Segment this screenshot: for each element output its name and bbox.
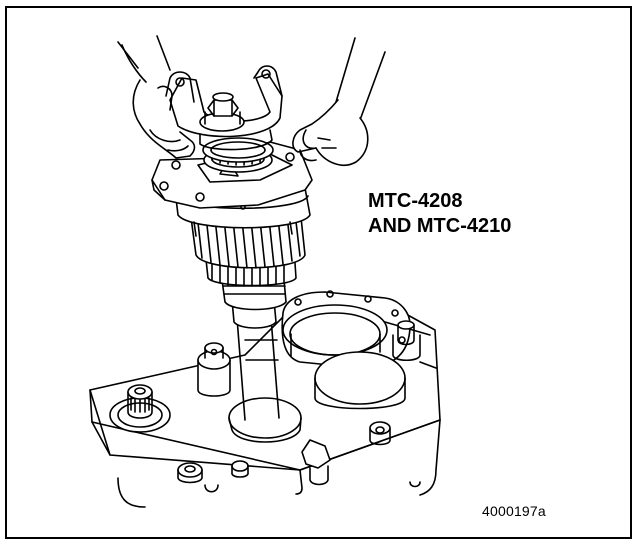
model-label-line1: MTC-4208	[368, 190, 463, 212]
transfer-case-housing	[89, 290, 441, 508]
model-label-line2: AND MTC-4210	[368, 215, 512, 237]
figure-number: 4000197a	[482, 503, 546, 519]
technician-hands	[117, 35, 386, 166]
model-label: MTC-4208 AND MTC-4210	[368, 189, 511, 239]
end-yoke	[165, 65, 283, 151]
rear-cover-flange	[151, 137, 313, 209]
